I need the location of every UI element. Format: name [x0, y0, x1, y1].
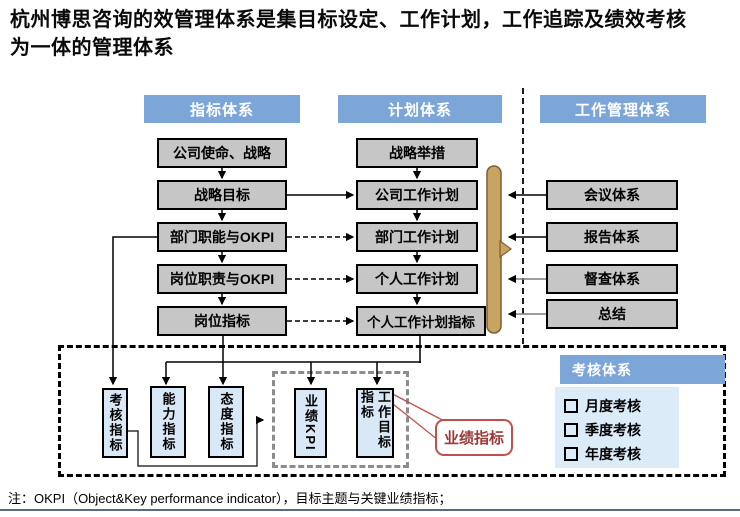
box-work-goal-indicator: 工作目标指标	[356, 388, 394, 458]
box-department-okpi: 部门职能与OKPI	[157, 222, 287, 252]
box-position-okpi: 岗位职责与OKPI	[157, 264, 287, 294]
checkbox-icon	[564, 447, 578, 461]
work-to-brace-links	[507, 190, 546, 319]
assessment-item-yearly: 年度考核	[564, 442, 679, 466]
box-personal-work-plan-indicator: 个人工作计划指标	[356, 306, 486, 336]
box-report-system: 报告体系	[546, 222, 678, 252]
assessment-dashed-frame	[58, 345, 726, 477]
box-meeting-system: 会议体系	[546, 180, 678, 210]
box-strategic-goal: 战略目标	[157, 180, 287, 210]
checkbox-icon	[564, 399, 578, 413]
box-company-work-plan: 公司工作计划	[356, 180, 478, 210]
performance-kpi-label: 业绩KPI	[303, 394, 318, 452]
slide-title-line2: 为一体的管理体系	[10, 37, 174, 59]
checkbox-icon	[564, 423, 578, 437]
performance-dashed-frame	[272, 371, 409, 468]
box-attitude-indicator: 态度指标	[208, 386, 244, 458]
box-assessment-indicator: 考核指标	[102, 388, 128, 458]
indicator-to-plan-links	[287, 190, 355, 326]
assessment-item-label: 月度考核	[585, 398, 641, 414]
box-performance-kpi: 业绩KPI	[294, 388, 327, 458]
assessment-item-monthly: 月度考核	[564, 394, 679, 418]
performance-indicator-callout: 业绩指标	[435, 419, 513, 456]
attitude-indicator-label: 态度指标	[218, 392, 234, 452]
assessment-item-label: 年度考核	[585, 446, 641, 462]
box-personal-work-plan: 个人工作计划	[356, 264, 478, 294]
header-indicator-system: 指标体系	[144, 95, 300, 123]
assessment-indicator-label: 考核指标	[107, 393, 123, 453]
assessment-panel: 月度考核 季度考核 年度考核	[555, 387, 679, 468]
slide-title: 杭州博思咨询的效管理体系是集目标设定、工作计划，工作追踪及绩效考核 为一体的管理…	[10, 6, 726, 62]
box-summary: 总结	[546, 299, 678, 329]
box-company-mission-strategy: 公司使命、战略	[157, 138, 287, 168]
header-plan-system: 计划体系	[338, 95, 502, 123]
work-goal-indicator-label: 工作目标指标	[359, 390, 391, 450]
ability-indicator-label: 能力指标	[160, 392, 176, 452]
assessment-loop-connector	[126, 415, 265, 467]
slide-footer-divider	[0, 509, 740, 511]
box-ability-indicator: 能力指标	[150, 386, 186, 458]
box-department-work-plan: 部门工作计划	[356, 222, 478, 252]
box-position-indicator: 岗位指标	[157, 306, 287, 336]
plan-brace-shape	[486, 165, 513, 334]
box-strategic-initiatives: 战略举措	[356, 138, 478, 168]
assessment-item-label: 季度考核	[585, 422, 641, 438]
metric-feed-lines	[108, 236, 421, 386]
assessment-item-quarterly: 季度考核	[564, 418, 679, 442]
footnote: 注：OKPI（Object&Key performance indicator）…	[8, 491, 452, 506]
box-supervision-system: 督查体系	[546, 264, 678, 294]
header-work-management-system: 工作管理体系	[540, 95, 706, 123]
slide-title-line1: 杭州博思咨询的效管理体系是集目标设定、工作计划，工作追踪及绩效考核	[10, 9, 687, 31]
header-assessment-system: 考核体系	[560, 355, 725, 384]
